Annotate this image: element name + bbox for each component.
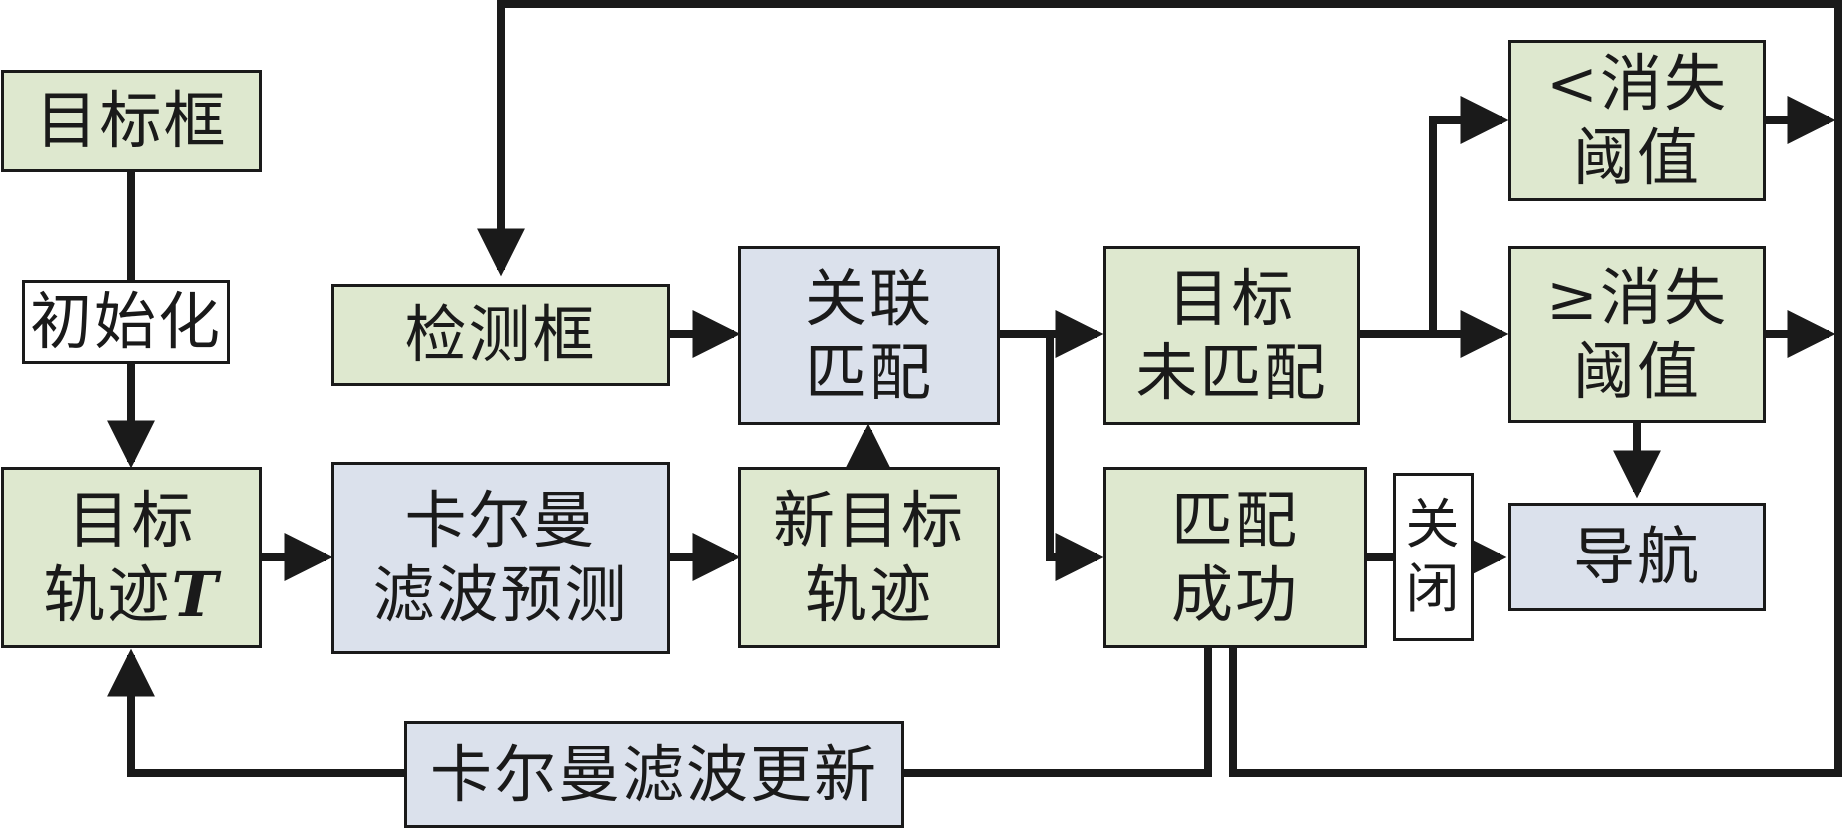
node-below-threshold-label: <消失 阈值: [1546, 46, 1728, 194]
track-symbol: T: [171, 557, 220, 631]
node-above-threshold-label: ≥消失 阈值: [1546, 260, 1728, 408]
node-new-track-label: 新目标 轨迹: [772, 483, 965, 631]
arrow-assoc-to-success: [1046, 334, 1104, 581]
node-assoc-match: 关联 匹配: [738, 246, 1000, 425]
node-kalman-update-label: 卡尔曼滤波更新: [429, 737, 878, 811]
node-target-track-label: 目标 轨迹T: [43, 483, 220, 631]
node-initialize: 初始化: [22, 280, 230, 364]
node-navigation: 导航: [1508, 503, 1766, 611]
node-match-success-label: 匹配 成功: [1170, 483, 1299, 631]
node-detection-box-label: 检测框: [404, 298, 597, 371]
node-kalman-predict: 卡尔曼 滤波预测: [331, 462, 670, 654]
node-assoc-match-label: 关联 匹配: [804, 261, 933, 409]
node-above-threshold: ≥消失 阈值: [1508, 246, 1766, 423]
node-target-box: 目标框: [1, 70, 262, 172]
arrow-unmatched-to-below: [1429, 96, 1509, 334]
node-target-box-label: 目标框: [35, 84, 228, 157]
node-target-track: 目标 轨迹T: [1, 467, 262, 648]
arrow-update-to-track: [107, 648, 404, 777]
node-unmatched: 目标 未匹配: [1103, 246, 1360, 425]
node-detection-box: 检测框: [331, 284, 670, 386]
node-new-track: 新目标 轨迹: [738, 467, 1000, 648]
node-unmatched-label: 目标 未匹配: [1135, 261, 1328, 409]
node-initialize-label: 初始化: [29, 285, 222, 358]
node-below-threshold: <消失 阈值: [1508, 40, 1766, 201]
node-close: 关 闭: [1393, 473, 1474, 641]
node-close-label: 关 闭: [1405, 493, 1462, 620]
node-kalman-update: 卡尔曼滤波更新: [404, 721, 904, 828]
arrow-feedback-loop: [477, 0, 1842, 777]
node-match-success: 匹配 成功: [1103, 467, 1367, 648]
arrow-success-to-update: [904, 648, 1212, 777]
node-kalman-predict-label: 卡尔曼 滤波预测: [372, 484, 629, 631]
node-navigation-label: 导航: [1572, 520, 1701, 593]
